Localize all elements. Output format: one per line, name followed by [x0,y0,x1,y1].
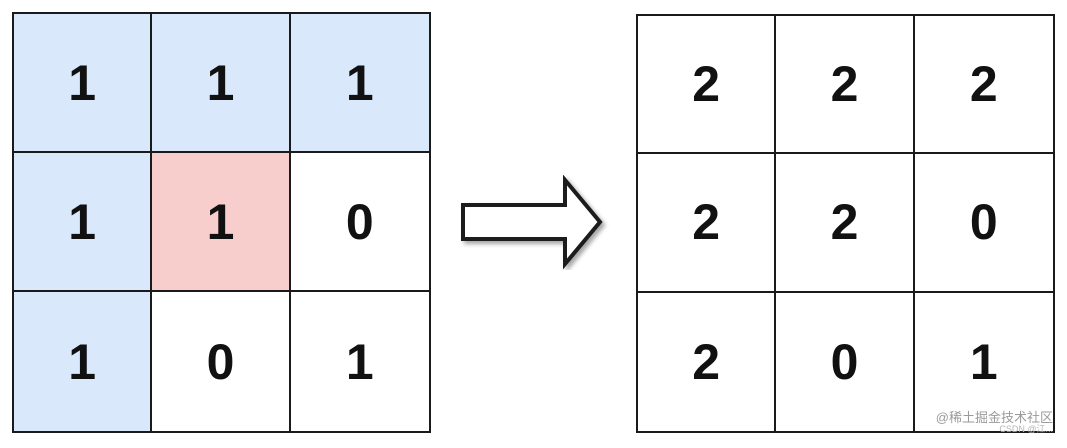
grid-cell: 1 [14,14,153,153]
grid-cell: 0 [152,292,291,431]
grid-cell-highlighted: 1 [152,153,291,292]
grid-cell: 2 [638,16,777,155]
grid-cell: 0 [914,154,1053,293]
output-grid: 2 2 2 2 2 0 2 0 1 [636,14,1055,433]
grid-cell: 0 [776,292,915,431]
watermark-text: @稀土掘金技术社区 [935,410,1053,425]
grid-cell: 2 [638,292,777,431]
grid-cell: 2 [914,16,1053,155]
grid-cell: 0 [290,153,429,292]
input-grid: 1 1 1 1 1 0 1 0 1 [12,12,431,433]
grid-cell: 1 [290,292,429,431]
grid-cell: 1 [152,14,291,153]
right-arrow-icon [461,175,603,270]
grid-cell: 2 [638,154,777,293]
grid-cell: 1 [914,292,1053,431]
grid-cell: 2 [776,16,915,155]
watermark-subtext: CSDN @江... [999,424,1053,434]
grid-cell: 1 [14,292,153,431]
grid-cell: 1 [14,153,153,292]
grid-cell: 1 [290,14,429,153]
grid-cell: 2 [776,154,915,293]
watermark: @稀土掘金技术社区 CSDN @江... [936,411,1053,434]
